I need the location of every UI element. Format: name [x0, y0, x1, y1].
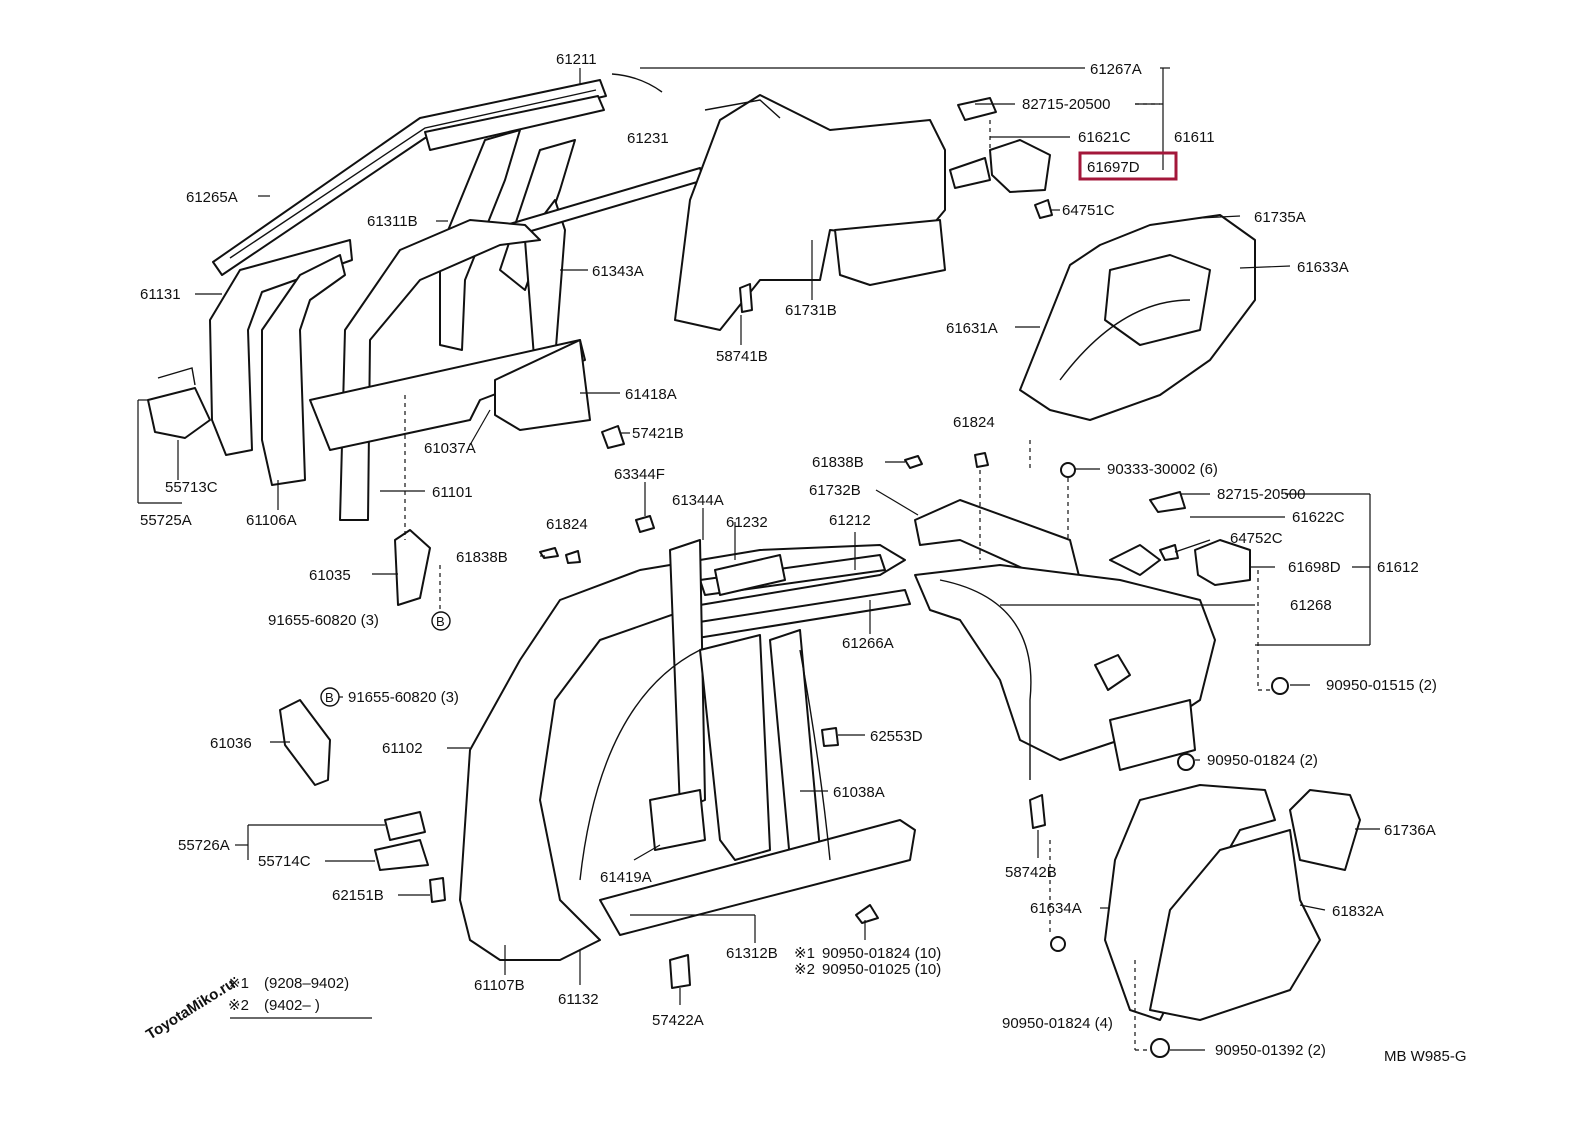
label-61038A[interactable]: 61038A: [833, 784, 885, 801]
label-61612[interactable]: 61612: [1377, 559, 1419, 576]
label-61419A[interactable]: 61419A: [600, 869, 652, 886]
part-labels: 61211 61267A 82715-20500 61621C 61611 61…: [140, 51, 1467, 1065]
label-57421B[interactable]: 57421B: [632, 425, 684, 442]
label-61824-left[interactable]: 61824: [546, 516, 588, 533]
label-61634A[interactable]: 61634A: [1030, 900, 1082, 917]
note-2-text: (9402– ): [264, 997, 320, 1014]
label-61631A[interactable]: 61631A: [946, 320, 998, 337]
label-61107B[interactable]: 61107B: [474, 977, 525, 994]
label-61736A[interactable]: 61736A: [1384, 822, 1436, 839]
label-61036[interactable]: 61036: [210, 735, 252, 752]
label-90333-30002[interactable]: 90333-30002 (6): [1107, 461, 1218, 478]
note-1-text: (9208–9402): [264, 975, 349, 992]
label-55726A[interactable]: 55726A: [178, 837, 230, 854]
label-63344F[interactable]: 63344F: [614, 466, 665, 483]
label-61265A[interactable]: 61265A: [186, 189, 238, 206]
part-outlines: [147, 73, 1361, 1058]
label-61037A[interactable]: 61037A: [424, 440, 476, 457]
label-note2-mark: ※2: [794, 961, 815, 978]
watermark-text: ToyotaMiko.ru: [143, 975, 238, 1043]
label-61731B[interactable]: 61731B: [785, 302, 837, 319]
note-1-mark: ※1: [228, 975, 249, 992]
label-61232[interactable]: 61232: [726, 514, 768, 531]
leader-lines: [137, 67, 1380, 1051]
label-note1-mark: ※1: [794, 945, 815, 962]
label-61832A[interactable]: 61832A: [1332, 903, 1384, 920]
label-61311B[interactable]: 61311B: [367, 213, 418, 230]
label-61838B-right[interactable]: 61838B: [812, 454, 864, 471]
circle-b-marks: B B: [320, 611, 451, 707]
label-90950-01824-2[interactable]: 90950-01824 (2): [1207, 752, 1318, 769]
label-61343A[interactable]: 61343A: [592, 263, 644, 280]
label-61312B[interactable]: 61312B: [726, 945, 778, 962]
label-62151B[interactable]: 62151B: [332, 887, 384, 904]
label-61735A[interactable]: 61735A: [1254, 209, 1306, 226]
label-61267A[interactable]: 61267A: [1090, 61, 1142, 78]
label-61611[interactable]: 61611: [1174, 129, 1215, 146]
label-61131[interactable]: 61131: [140, 286, 181, 303]
label-90950-01824-4[interactable]: 90950-01824 (4): [1002, 1015, 1113, 1032]
label-61211[interactable]: 61211: [556, 51, 597, 68]
circle-b-mark-bottom: B: [325, 690, 334, 705]
label-61698D[interactable]: 61698D: [1288, 559, 1341, 576]
label-82715-20500-top[interactable]: 82715-20500: [1022, 96, 1110, 113]
label-90950-01025-10[interactable]: 90950-01025 (10): [822, 961, 941, 978]
label-61102[interactable]: 61102: [382, 740, 423, 757]
label-61132[interactable]: 61132: [558, 991, 599, 1008]
label-58741B[interactable]: 58741B: [716, 348, 768, 365]
label-61622C[interactable]: 61622C: [1292, 509, 1345, 526]
label-61212[interactable]: 61212: [829, 512, 871, 529]
label-55713C[interactable]: 55713C: [165, 479, 218, 496]
label-61344A[interactable]: 61344A: [672, 492, 724, 509]
label-61231[interactable]: 61231: [627, 130, 669, 147]
label-62553D[interactable]: 62553D: [870, 728, 923, 745]
label-61106A[interactable]: 61106A: [246, 512, 297, 529]
label-90950-01515[interactable]: 90950-01515 (2): [1326, 677, 1437, 694]
label-61697D[interactable]: 61697D: [1087, 159, 1140, 176]
circle-b-mark-top: B: [436, 614, 445, 629]
label-61035[interactable]: 61035: [309, 567, 351, 584]
label-64752C[interactable]: 64752C: [1230, 530, 1283, 547]
label-61824-top[interactable]: 61824: [953, 414, 995, 431]
label-55714C[interactable]: 55714C: [258, 853, 311, 870]
label-91655-60820-top[interactable]: 91655-60820 (3): [268, 612, 379, 629]
highlight-box: [1078, 151, 1178, 181]
label-90950-01392[interactable]: 90950-01392 (2): [1215, 1042, 1326, 1059]
label-61418A[interactable]: 61418A: [625, 386, 677, 403]
label-82715-20500-bottom[interactable]: 82715-20500: [1217, 486, 1305, 503]
label-90950-01824-10[interactable]: 90950-01824 (10): [822, 945, 941, 962]
label-55725A[interactable]: 55725A: [140, 512, 192, 529]
label-91655-60820-bottom[interactable]: 91655-60820 (3): [348, 689, 459, 706]
label-61621C[interactable]: 61621C: [1078, 129, 1131, 146]
note-2-mark: ※2: [228, 997, 249, 1014]
label-61633A[interactable]: 61633A: [1297, 259, 1349, 276]
label-61268[interactable]: 61268: [1290, 597, 1332, 614]
label-57422A[interactable]: 57422A: [652, 1012, 704, 1029]
label-61266A[interactable]: 61266A: [842, 635, 894, 652]
label-61101[interactable]: 61101: [432, 484, 473, 501]
notes-legend: ※1 (9208–9402) ※2 (9402– ): [228, 975, 349, 1014]
label-58742B[interactable]: 58742B: [1005, 864, 1057, 881]
label-61838B-left[interactable]: 61838B: [456, 549, 508, 566]
label-61732B[interactable]: 61732B: [809, 482, 861, 499]
label-64751C[interactable]: 64751C: [1062, 202, 1115, 219]
diagram-code: MB W985-G: [1384, 1048, 1467, 1065]
